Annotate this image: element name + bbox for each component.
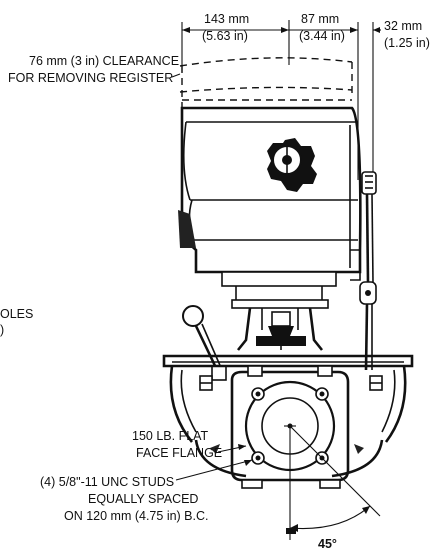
- stud-hole-tl: [251, 387, 265, 401]
- clearance-envelope: [179, 57, 353, 108]
- studs-label-line1: (4) 5/8"-11 UNC STUDS: [40, 475, 174, 489]
- hand-wheel: [267, 138, 317, 192]
- dim-87-mm: 87 mm: [301, 12, 339, 26]
- dim-143-in: (5.63 in): [202, 29, 248, 43]
- holes-fragment-line2: ): [0, 323, 4, 337]
- dim-32-in: (1.25 in): [384, 36, 430, 50]
- register-housing: [178, 106, 362, 274]
- studs-leader: [175, 459, 253, 481]
- flange-label-line2: FACE FLANGE: [136, 446, 222, 460]
- stud-hole-tr: [315, 387, 329, 401]
- operating-lever: [182, 305, 227, 381]
- dim-87-in: (3.44 in): [299, 29, 345, 43]
- clearance-leader: [171, 73, 181, 78]
- stud-hole-bl: [251, 451, 265, 465]
- dim-143-mm: 143 mm: [204, 12, 249, 26]
- clearance-label-line1: 76 mm (3 in) CLEARANCE: [29, 54, 179, 68]
- studs-label-line3: ON 120 mm (4.75 in) B.C.: [64, 509, 209, 523]
- flange-label-line1: 150 LB. FLAT: [132, 429, 209, 443]
- dim-32-mm: 32 mm: [384, 19, 422, 33]
- angle-indicator: [286, 425, 381, 540]
- holes-fragment-line1: OLES: [0, 307, 33, 321]
- angle-label: 45°: [318, 537, 337, 548]
- yoke-neck: [221, 271, 337, 351]
- clearance-label-line2: FOR REMOVING REGISTER: [8, 71, 173, 85]
- valve-body: [162, 354, 414, 478]
- right-linkage: [350, 171, 377, 371]
- studs-label-line2: EQUALLY SPACED: [88, 492, 198, 506]
